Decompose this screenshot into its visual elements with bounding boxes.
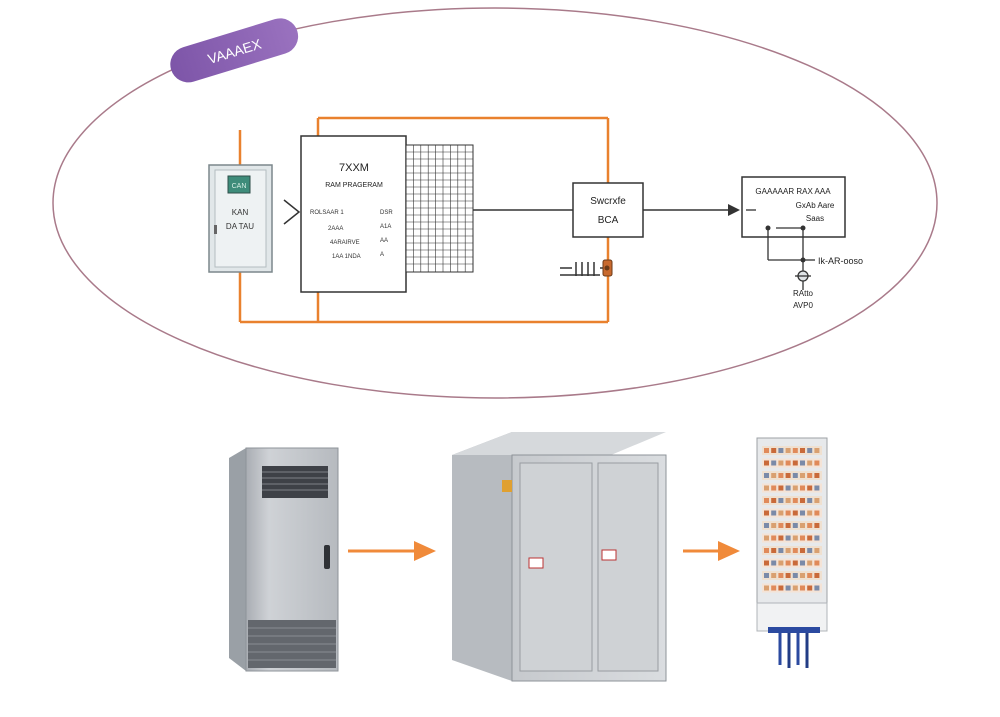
flow-arrow-1 bbox=[348, 541, 436, 561]
switch-box-line2: BCA bbox=[598, 215, 619, 226]
module-row-right-1: DSR bbox=[380, 210, 393, 216]
control-cabinet-unit bbox=[229, 447, 339, 672]
distribution-panel bbox=[756, 437, 828, 668]
valve-icon bbox=[602, 259, 613, 277]
terminal-box-line3: Saas bbox=[806, 214, 824, 223]
panel-row bbox=[762, 558, 822, 568]
junction-dot-2 bbox=[800, 225, 806, 231]
panel-row bbox=[762, 546, 822, 555]
module-row-2: 2AAA bbox=[328, 226, 343, 232]
terminal-block-grid bbox=[405, 144, 474, 273]
panel-row bbox=[762, 508, 822, 518]
terminal-box: GAAAAAR RAX AAA GxAb Aare Saas bbox=[741, 176, 846, 238]
module-row-3: 4ARAIRVE bbox=[330, 240, 360, 246]
panel-row bbox=[762, 521, 822, 530]
module-row-right-4: A bbox=[380, 252, 384, 258]
cable-bundle bbox=[768, 627, 820, 668]
panel-row bbox=[762, 458, 822, 468]
module-row-right-3: AA bbox=[380, 238, 388, 244]
junction-dot-3 bbox=[800, 257, 806, 263]
capacitor-symbol bbox=[560, 262, 605, 276]
cabinet-door-right bbox=[597, 462, 659, 672]
transformer-cabinet bbox=[452, 432, 667, 682]
warning-label-1 bbox=[528, 557, 544, 569]
connector-chevron bbox=[283, 199, 301, 225]
controller-line2: DA TAU bbox=[226, 222, 254, 231]
flow-meter-icon bbox=[795, 270, 811, 282]
panel-row bbox=[762, 571, 822, 580]
right-pipe-label: Ik-AR-ooso bbox=[818, 256, 863, 266]
vent-grille-top bbox=[262, 466, 328, 498]
panel-row bbox=[762, 533, 822, 543]
controller-screen bbox=[227, 175, 251, 194]
title-badge: VAAAEX bbox=[170, 18, 299, 83]
ellipse-frame bbox=[52, 7, 938, 399]
door-handle bbox=[324, 545, 330, 569]
module-row-4: 1AA 1NDA bbox=[332, 254, 361, 260]
module-row-1: ROLSAAR 1 bbox=[310, 210, 344, 216]
panel-row bbox=[762, 471, 822, 480]
controller-screen-text: CAN bbox=[232, 183, 247, 190]
panel-row bbox=[762, 446, 822, 455]
terminal-box-line2: GxAb Aare bbox=[796, 201, 835, 210]
side-label bbox=[502, 480, 512, 492]
module-row-right-2: A1A bbox=[380, 224, 391, 230]
panel-row bbox=[762, 496, 822, 505]
panel-row bbox=[762, 583, 822, 593]
module-subtitle: RAM PRAGERAM bbox=[325, 182, 383, 189]
main-module: 7XXM RAM PRAGERAM ROLSAAR 1 2AAA 4ARAIRV… bbox=[300, 135, 407, 293]
switch-box-line1: Swcrxfe bbox=[590, 196, 626, 207]
signal-arrowhead bbox=[728, 204, 740, 216]
switch-box: Swcrxfe BCA bbox=[572, 182, 644, 238]
bottom-pipe-label-1: RAtto bbox=[793, 289, 814, 298]
junction-dot-1 bbox=[765, 225, 771, 231]
controller-cabinet: CAN KAN DA TAU bbox=[208, 164, 273, 273]
bottom-pipe-label-2: AVP0 bbox=[793, 301, 813, 310]
orange-circuit bbox=[238, 116, 610, 324]
flow-arrow-2 bbox=[683, 541, 740, 561]
panel-row bbox=[762, 483, 822, 493]
controller-line1: KAN bbox=[232, 208, 249, 217]
module-title: 7XXM bbox=[339, 162, 369, 174]
warning-label-2 bbox=[601, 549, 617, 561]
terminal-box-line1: GAAAAAR RAX AAA bbox=[755, 187, 831, 196]
